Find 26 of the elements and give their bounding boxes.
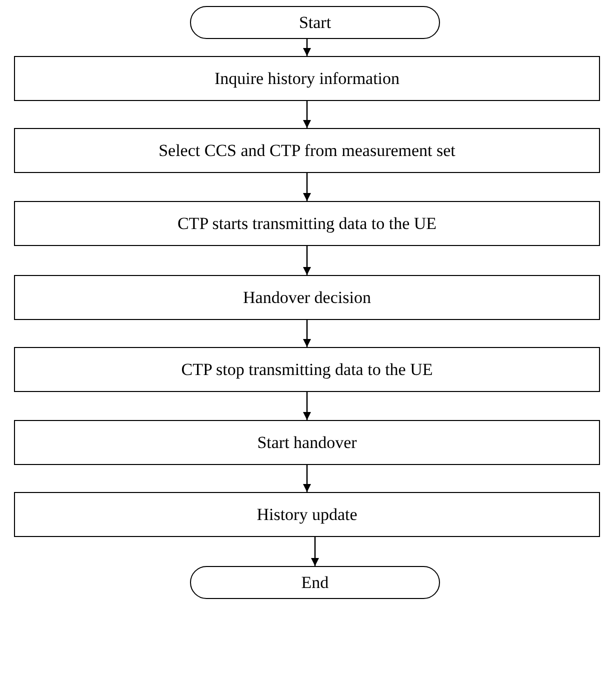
arrow — [303, 392, 311, 420]
process-box — [14, 492, 600, 537]
process-box — [14, 128, 600, 173]
terminal-shape — [190, 6, 440, 39]
step-label: Start handover — [257, 432, 357, 452]
step-label: Handover decision — [243, 288, 371, 308]
step-label: Start — [298, 12, 332, 32]
step-label: History update — [256, 504, 358, 524]
arrow — [303, 246, 311, 275]
step-label: Select CCS and CTP from measurement set — [158, 140, 456, 160]
process-box — [14, 56, 600, 101]
arrow — [303, 465, 311, 492]
process-box — [14, 201, 600, 246]
arrow — [311, 537, 319, 566]
process-box — [14, 347, 600, 392]
arrow — [303, 320, 311, 347]
step-label: End — [301, 572, 329, 592]
terminal-shape — [190, 566, 440, 599]
arrow — [303, 39, 311, 56]
process-box — [14, 275, 600, 320]
arrow — [303, 173, 311, 201]
step-label: CTP stop transmitting data to the UE — [181, 360, 433, 380]
step-label: Inquire history information — [214, 68, 400, 88]
process-box — [14, 420, 600, 465]
step-label: CTP starts transmitting data to the UE — [177, 214, 437, 234]
arrow — [303, 101, 311, 128]
